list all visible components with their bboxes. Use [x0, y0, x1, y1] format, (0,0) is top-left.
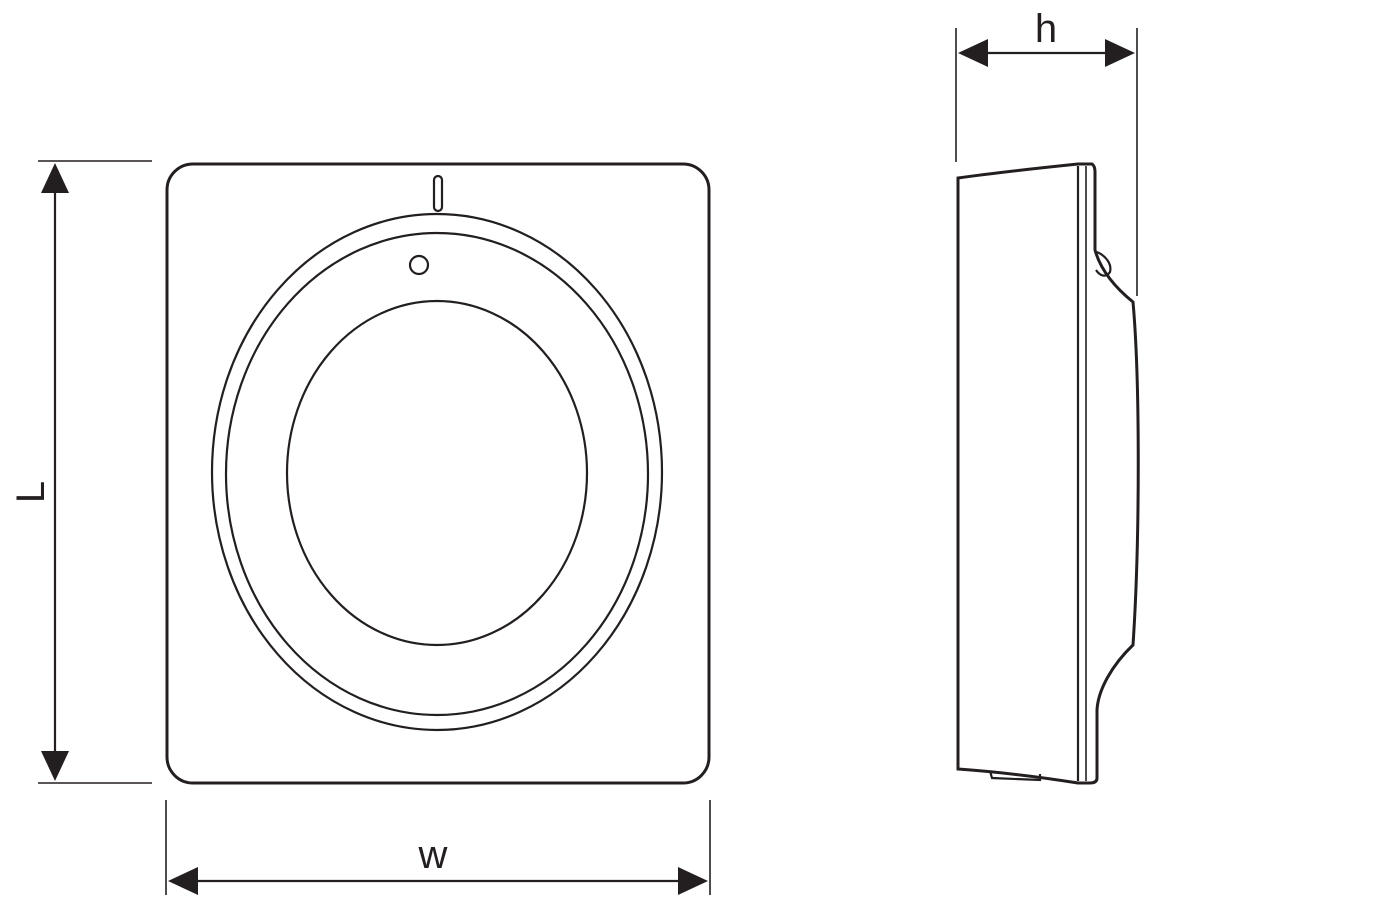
length-dimension: L — [9, 160, 152, 784]
side-dial-bump — [1095, 250, 1112, 277]
height-label: h — [1035, 7, 1057, 51]
outer-dial-ring — [210, 212, 664, 732]
display-window — [285, 299, 589, 647]
width-dimension: w — [165, 800, 711, 895]
side-body-outline — [956, 162, 1140, 785]
inner-dial-ring — [224, 231, 650, 717]
width-arrow-right — [678, 867, 708, 895]
front-housing-outline — [165, 162, 711, 785]
length-label: L — [9, 481, 53, 503]
length-arrow-bottom — [41, 751, 69, 781]
width-arrow-left — [168, 867, 198, 895]
front-view — [165, 162, 711, 785]
height-arrow-right — [1105, 39, 1135, 67]
height-arrow-left — [958, 39, 988, 67]
dial-indicator-dot — [408, 254, 430, 276]
indicator-mark — [432, 174, 444, 213]
height-dimension: h — [955, 7, 1138, 296]
length-arrow-top — [41, 163, 69, 193]
width-label: w — [418, 833, 448, 877]
side-bottom-clip — [988, 770, 1042, 782]
side-view — [956, 162, 1140, 785]
